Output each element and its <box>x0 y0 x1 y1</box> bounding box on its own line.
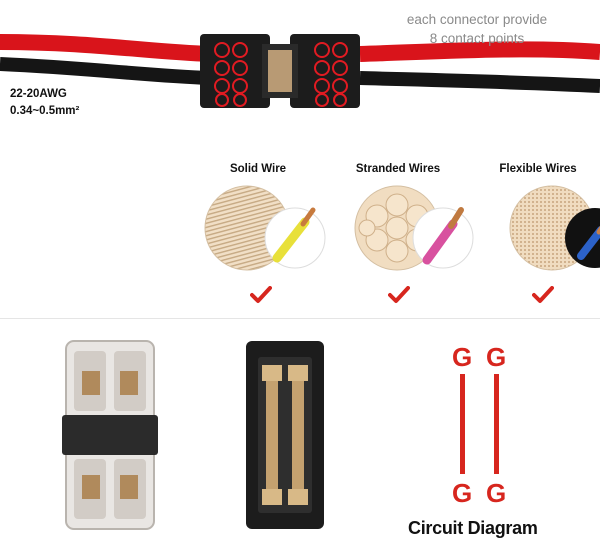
wire-type-label-stranded: Stranded Wires <box>355 163 441 175</box>
top-banner <box>0 0 600 140</box>
circuit-line-left <box>460 374 465 474</box>
flexible-wire-cross-section <box>509 185 600 271</box>
red-wire-left <box>0 34 211 62</box>
spec-gauge: 22-20AWG <box>10 88 67 100</box>
circuit-g-top-right: G <box>486 342 507 372</box>
contact-points-note: each connector provide 8 contact points <box>382 10 572 48</box>
transparent-connector-image <box>62 340 158 530</box>
black-connector-image <box>246 341 324 529</box>
black-wire-right <box>359 71 600 93</box>
wire-type-label-solid: Solid Wire <box>229 163 287 175</box>
spec-area: 0.34~0.5mm² <box>10 105 80 117</box>
circuit-g-bottom-left: G <box>452 478 473 508</box>
wire-spec: 22-20AWG 0.34~0.5mm² <box>10 86 79 120</box>
solid-wire-cross-section <box>204 185 326 271</box>
wire-types-illustration <box>204 185 600 271</box>
check-icon <box>388 286 410 303</box>
red-wire-right <box>359 41 600 62</box>
circuit-diagram-title: Circuit Diagram <box>408 518 538 538</box>
check-icon <box>532 286 554 303</box>
stranded-wire-cross-section <box>354 185 474 271</box>
circuit-g-top-left: G <box>452 342 473 372</box>
circuit-g-bottom-right: G <box>486 478 507 508</box>
note-line-2: 8 contact points <box>429 31 525 46</box>
connector-right-body <box>290 34 360 108</box>
section-divider <box>0 318 600 319</box>
black-wire-left <box>0 57 211 85</box>
note-line-1: each connector provide <box>406 12 548 27</box>
check-icon <box>250 286 272 303</box>
circuit-line-right <box>494 374 499 474</box>
connector-with-wires-image <box>0 34 600 108</box>
connector-left-body <box>200 34 270 108</box>
wire-type-label-flexible: Flexible Wires <box>499 163 577 175</box>
